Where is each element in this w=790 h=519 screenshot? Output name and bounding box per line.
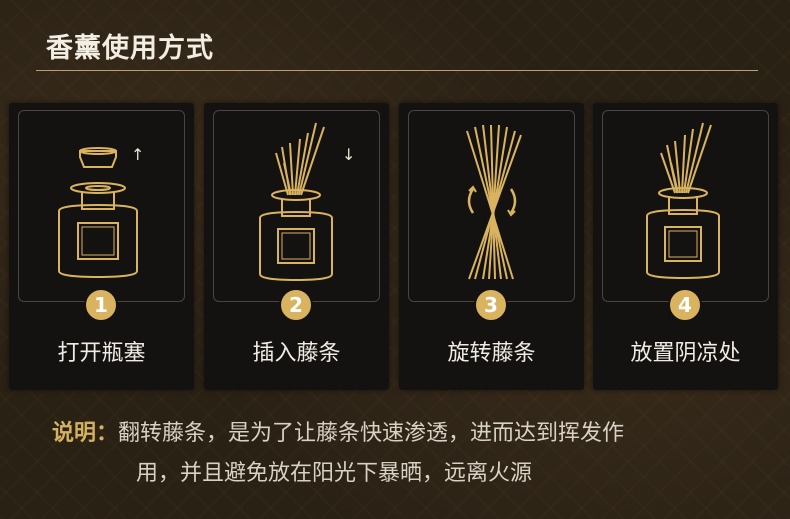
step-number-badge: 1 [84, 288, 118, 322]
step-card-2: ↓ 2 插入藤条 [204, 103, 389, 390]
usage-note: 说明：翻转藤条，是为了让藤条快速渗透，进而达到挥发作 用，并且避免放在阳光下暴晒… [52, 414, 752, 494]
step-card-3: 3 旋转藤条 [399, 103, 584, 390]
step-label: 插入藤条 [252, 341, 341, 366]
arrow-down-icon: ↓ [342, 145, 356, 164]
step-number-badge: 2 [279, 288, 313, 322]
arrow-up-icon: ↑ [131, 145, 145, 164]
step-card-1: ↑ 1 打开瓶塞 [9, 103, 194, 390]
step-number-badge: 3 [474, 288, 508, 322]
step-label: 放置阴凉处 [630, 341, 741, 366]
note-text-line-2: 用，并且避免放在阳光下暴晒，远离火源 [136, 461, 533, 486]
bottle-cap-open-icon [58, 147, 138, 279]
note-text-line-1: 翻转藤条，是为了让藤条快速渗透，进而达到挥发作 [118, 421, 625, 446]
step-label: 旋转藤条 [447, 341, 536, 366]
page-title: 香薰使用方式 [46, 33, 214, 64]
note-heading: 说明： [52, 421, 119, 446]
step-card-4: 4 放置阴凉处 [593, 103, 778, 390]
title-divider [36, 70, 758, 71]
step-number-badge: 4 [668, 288, 702, 322]
flip-reeds-icon [466, 124, 522, 280]
diffuser-bottle-icon [646, 122, 720, 280]
step-label: 打开瓶塞 [57, 341, 146, 366]
insert-reeds-icon [259, 122, 333, 282]
